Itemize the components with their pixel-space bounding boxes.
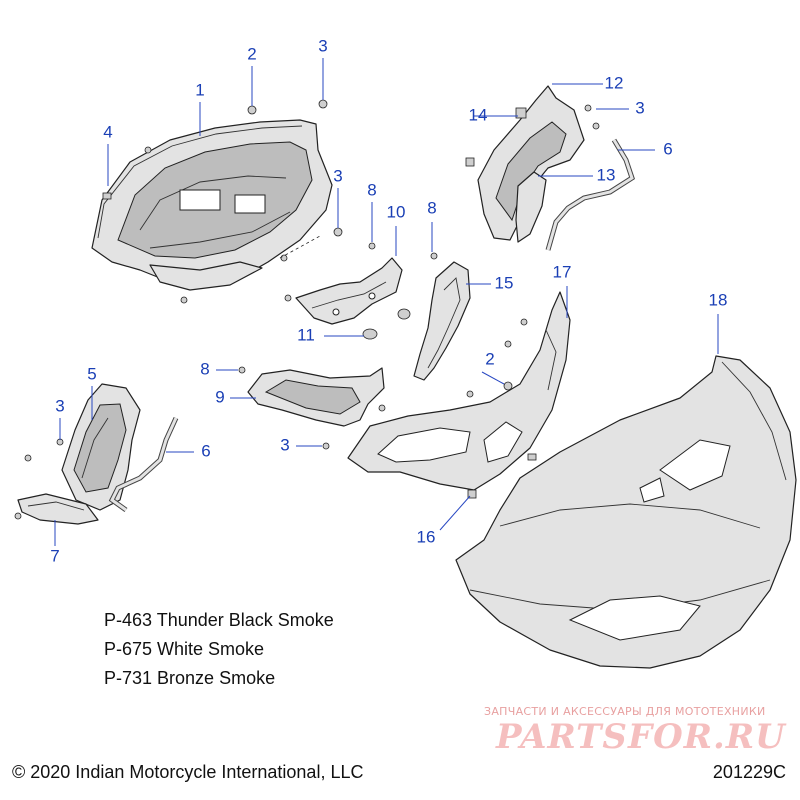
callout-6: 6 [201,441,210,460]
callout-12: 12 [605,73,624,92]
callout-3: 3 [635,98,644,117]
callout-labels: 1 2 2 3 3 3 3 3 4 5 6 6 7 8 8 8 9 10 11 … [50,36,727,565]
color-option: P-675 White Smoke [104,639,265,659]
watermark-tagline: ЗАПЧАСТИ И АКСЕССУАРЫ ДЛЯ МОТОТЕХНИКИ [484,705,766,718]
part-7-lower-panel [17,493,99,525]
fastener-hardware [14,99,600,520]
callout-2: 2 [247,44,256,63]
part-11-grommet [362,308,411,340]
part-18-outer-fairing [455,355,797,669]
callout-10: 10 [387,202,406,221]
color-options-list: P-463 Thunder Black Smoke P-675 White Sm… [104,606,334,693]
callout-16: 16 [417,527,436,546]
callout-8: 8 [427,198,436,217]
part-17-inner-trim [347,291,571,491]
callout-5: 5 [87,364,96,383]
part-10-mount-bracket [295,257,403,325]
callout-6: 6 [663,139,672,158]
drawing-code: 201229C [712,762,786,782]
callout-18: 18 [709,290,728,309]
callout-2: 2 [485,349,494,368]
part-1-inner-fairing [91,119,333,291]
callout-7: 7 [50,546,59,565]
part-15-vertical-bracket [413,261,471,381]
watermark-logo: PARTSFOR.RU [496,717,786,757]
callout-9: 9 [215,387,224,406]
leader-lines [54,58,719,546]
callout-14: 14 [469,105,488,124]
callout-8: 8 [367,180,376,199]
callout-8: 8 [200,359,209,378]
callout-3: 3 [333,166,342,185]
callout-11: 11 [297,325,315,344]
callout-3: 3 [318,36,327,55]
part-12-13-mirror-bracket [465,85,585,243]
copyright-notice: © 2020 Indian Motorcycle International, … [12,762,364,782]
color-option: P-463 Thunder Black Smoke [104,610,334,630]
callout-13: 13 [597,165,616,184]
part-5-side-panel [61,383,141,511]
callout-3: 3 [280,435,289,454]
callout-3: 3 [55,396,64,415]
part-6-trim-strip-right [545,138,635,251]
callout-4: 4 [103,122,112,141]
part-9-bracket [247,367,385,427]
callout-17: 17 [553,262,572,281]
color-option: P-731 Bronze Smoke [104,668,276,688]
callout-15: 15 [495,273,514,292]
callout-1: 1 [195,80,204,99]
part-6-trim-strip-left [108,416,179,513]
